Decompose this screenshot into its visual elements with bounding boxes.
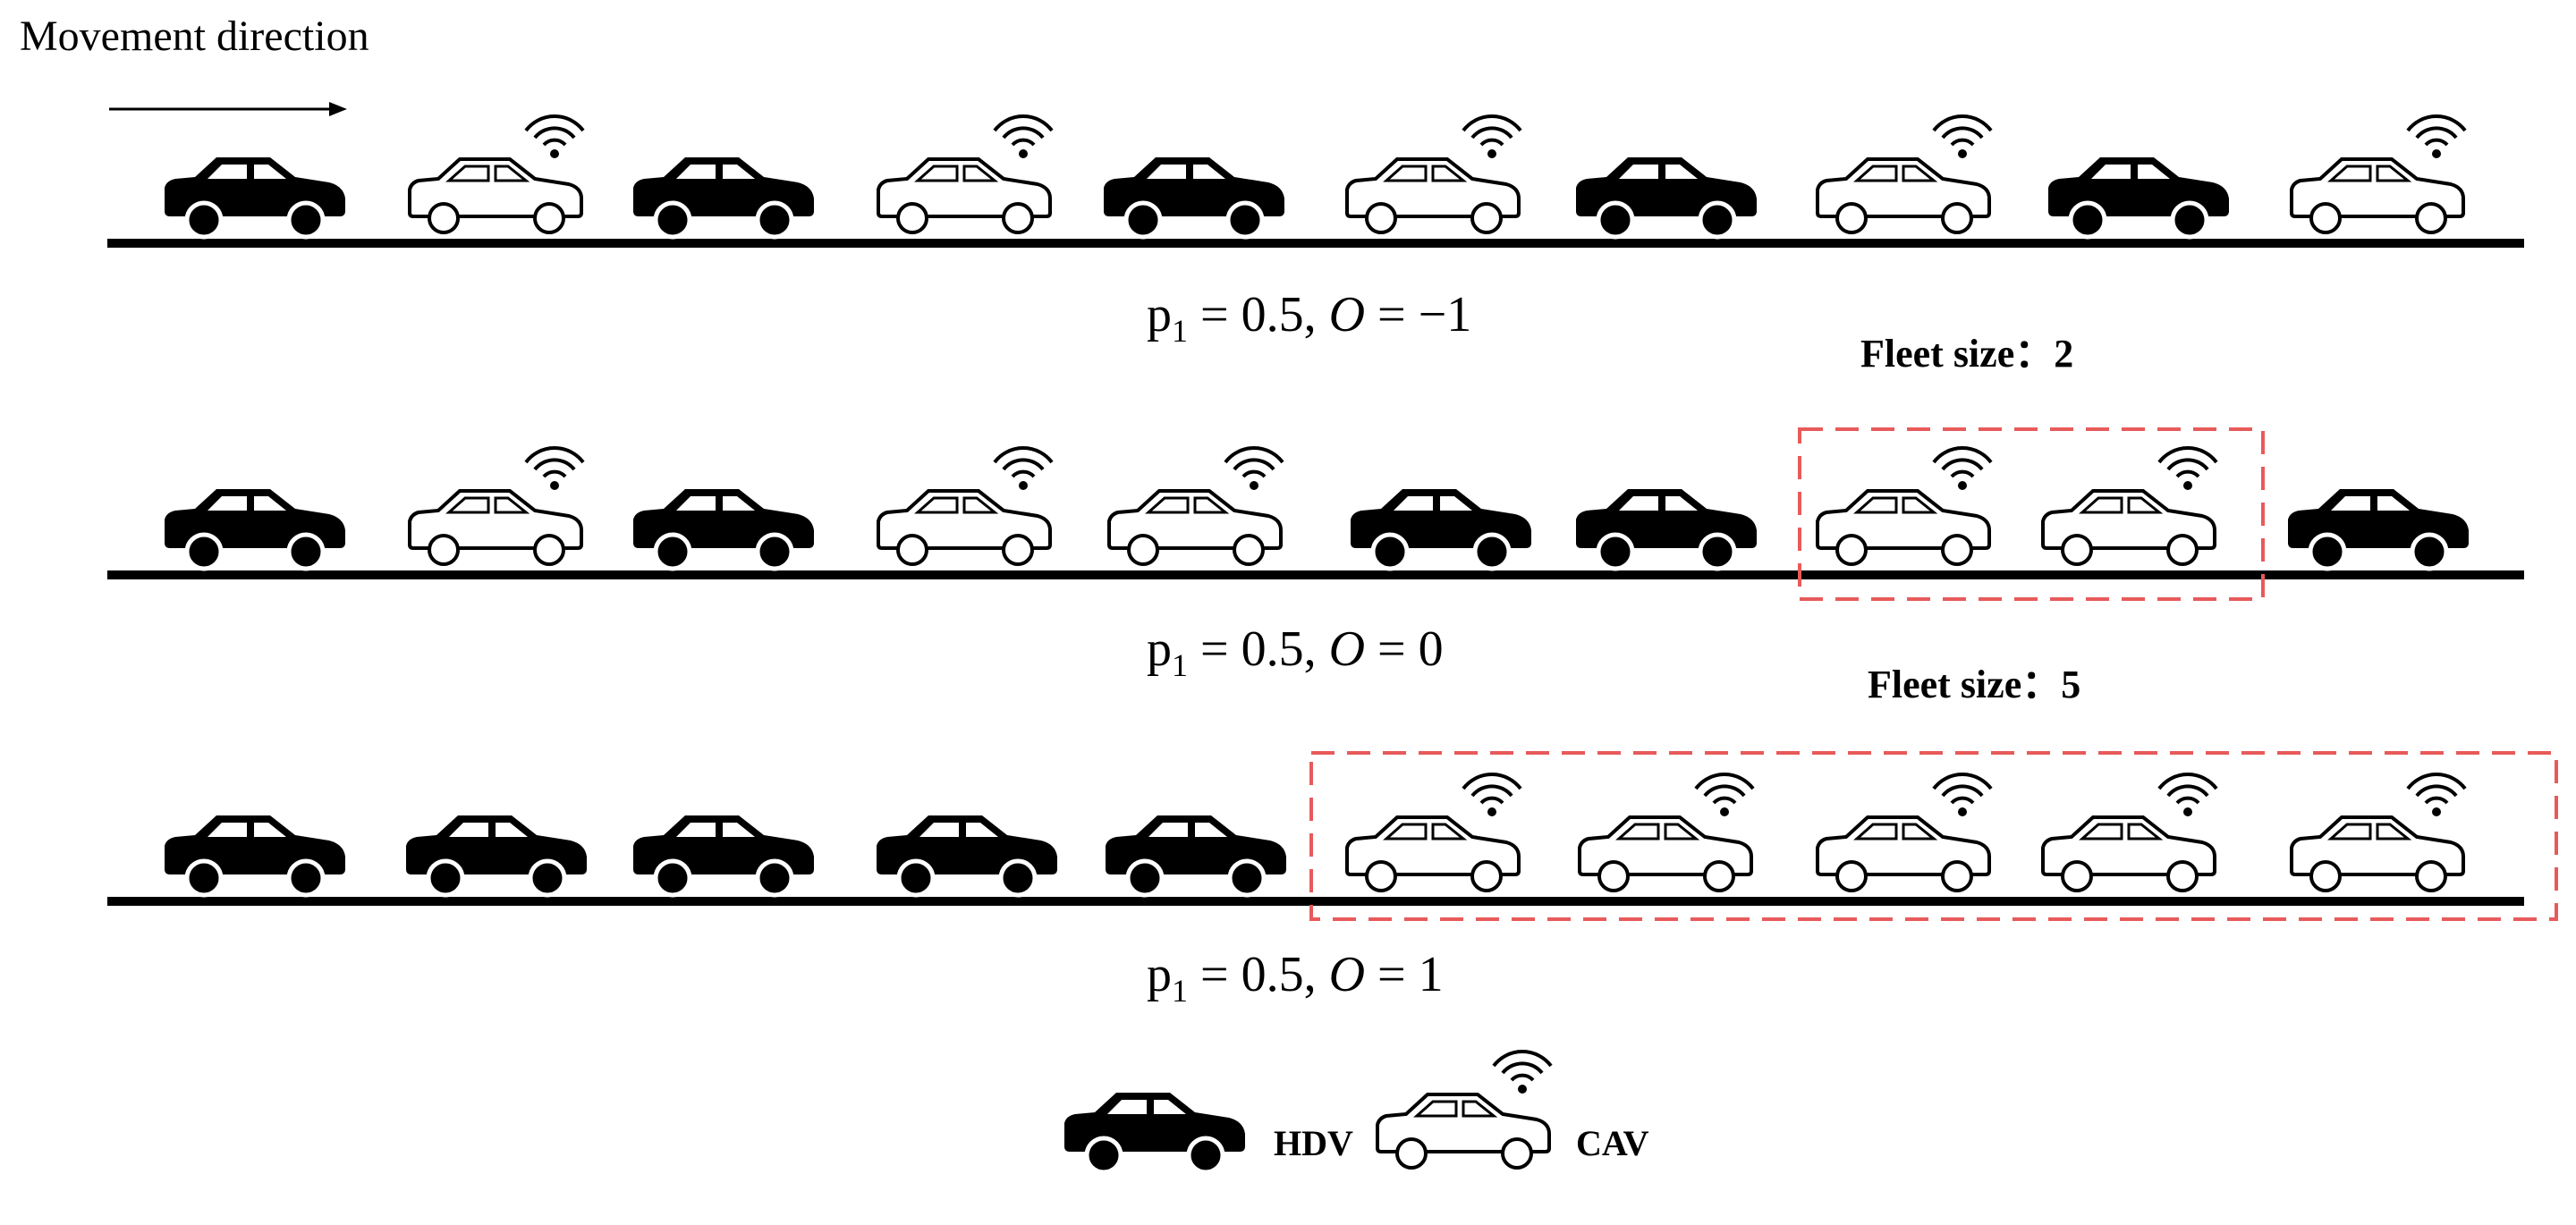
legend-hdv-car-icon — [1064, 1093, 1245, 1172]
hdv-car-icon — [1106, 815, 1286, 895]
cav-car-icon — [2290, 114, 2467, 234]
scenario-2: p1 = 0.5, O = 0 — [107, 427, 2524, 683]
movement-direction-label: Movement direction — [20, 13, 369, 60]
cav-car-icon — [1107, 446, 1284, 566]
legend-cav-label: CAV — [1576, 1123, 1649, 1163]
cav-car-icon — [1578, 773, 1755, 892]
fleet-box-size-5 — [1309, 751, 2558, 921]
hdv-car-icon — [2048, 157, 2229, 237]
hdv-car-icon — [633, 157, 814, 237]
vehicle-row-1 — [165, 114, 2467, 237]
legend: HDV CAV — [1064, 1050, 1649, 1172]
cav-car-icon — [1816, 114, 1993, 234]
cav-car-icon — [2290, 773, 2467, 892]
cav-car-icon — [408, 114, 585, 234]
fleet-size-label-2: Fleet size：2 — [1860, 332, 2073, 376]
cav-car-icon — [408, 446, 585, 566]
fleet-size-label-5: Fleet size：5 — [1868, 663, 2080, 706]
hdv-car-icon — [165, 157, 345, 237]
hdv-car-icon — [2288, 489, 2469, 569]
hdv-car-icon — [165, 489, 345, 569]
equation-2: p1 = 0.5, O = 0 — [1147, 621, 1444, 683]
hdv-car-icon — [1351, 489, 1531, 569]
hdv-car-icon — [1104, 157, 1284, 237]
hdv-car-icon — [1576, 489, 1757, 569]
direction-arrow-icon — [109, 102, 347, 116]
scenario-3: p1 = 0.5, O = 1 — [107, 751, 2558, 1009]
fleet-box-size-2 — [1798, 427, 2265, 601]
legend-hdv-label: HDV — [1274, 1123, 1353, 1163]
cav-car-icon — [1816, 446, 1993, 566]
hdv-car-icon — [877, 815, 1057, 895]
vehicle-row-2 — [165, 446, 2469, 569]
cav-car-icon — [1345, 114, 1522, 234]
hdv-car-icon — [1576, 157, 1757, 237]
hdv-car-icon — [633, 489, 814, 569]
cav-car-icon — [877, 114, 1054, 234]
cav-car-icon — [877, 446, 1054, 566]
cav-car-icon — [1816, 773, 1993, 892]
hdv-car-icon — [165, 815, 345, 895]
scenario-1: p1 = 0.5, O = −1 — [107, 114, 2524, 349]
equation-1: p1 = 0.5, O = −1 — [1147, 287, 1471, 349]
hdv-car-icon — [633, 815, 814, 895]
vehicle-row-3 — [165, 773, 2467, 895]
hdv-car-icon — [406, 815, 587, 895]
legend-cav-car-icon — [1376, 1050, 1553, 1170]
equation-3: p1 = 0.5, O = 1 — [1147, 947, 1444, 1009]
cav-car-icon — [2041, 773, 2218, 892]
cav-car-icon — [1345, 773, 1522, 892]
cav-car-icon — [2041, 446, 2218, 566]
